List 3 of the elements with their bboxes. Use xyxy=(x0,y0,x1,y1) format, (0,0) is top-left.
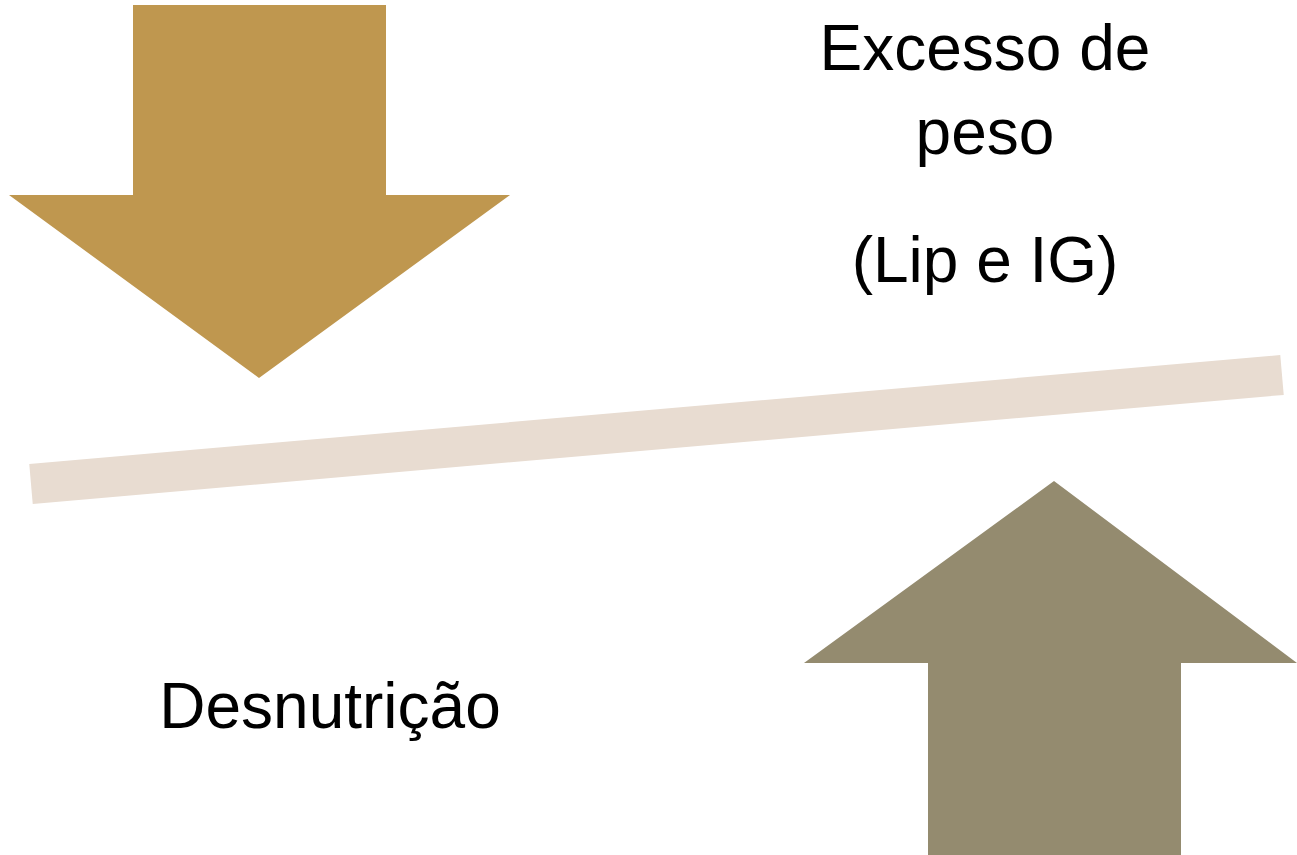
note-text: (Lip e IG) xyxy=(850,223,1120,298)
heading-text: Desnutrição xyxy=(158,669,502,744)
heading-text: Excesso de peso xyxy=(818,11,1152,170)
